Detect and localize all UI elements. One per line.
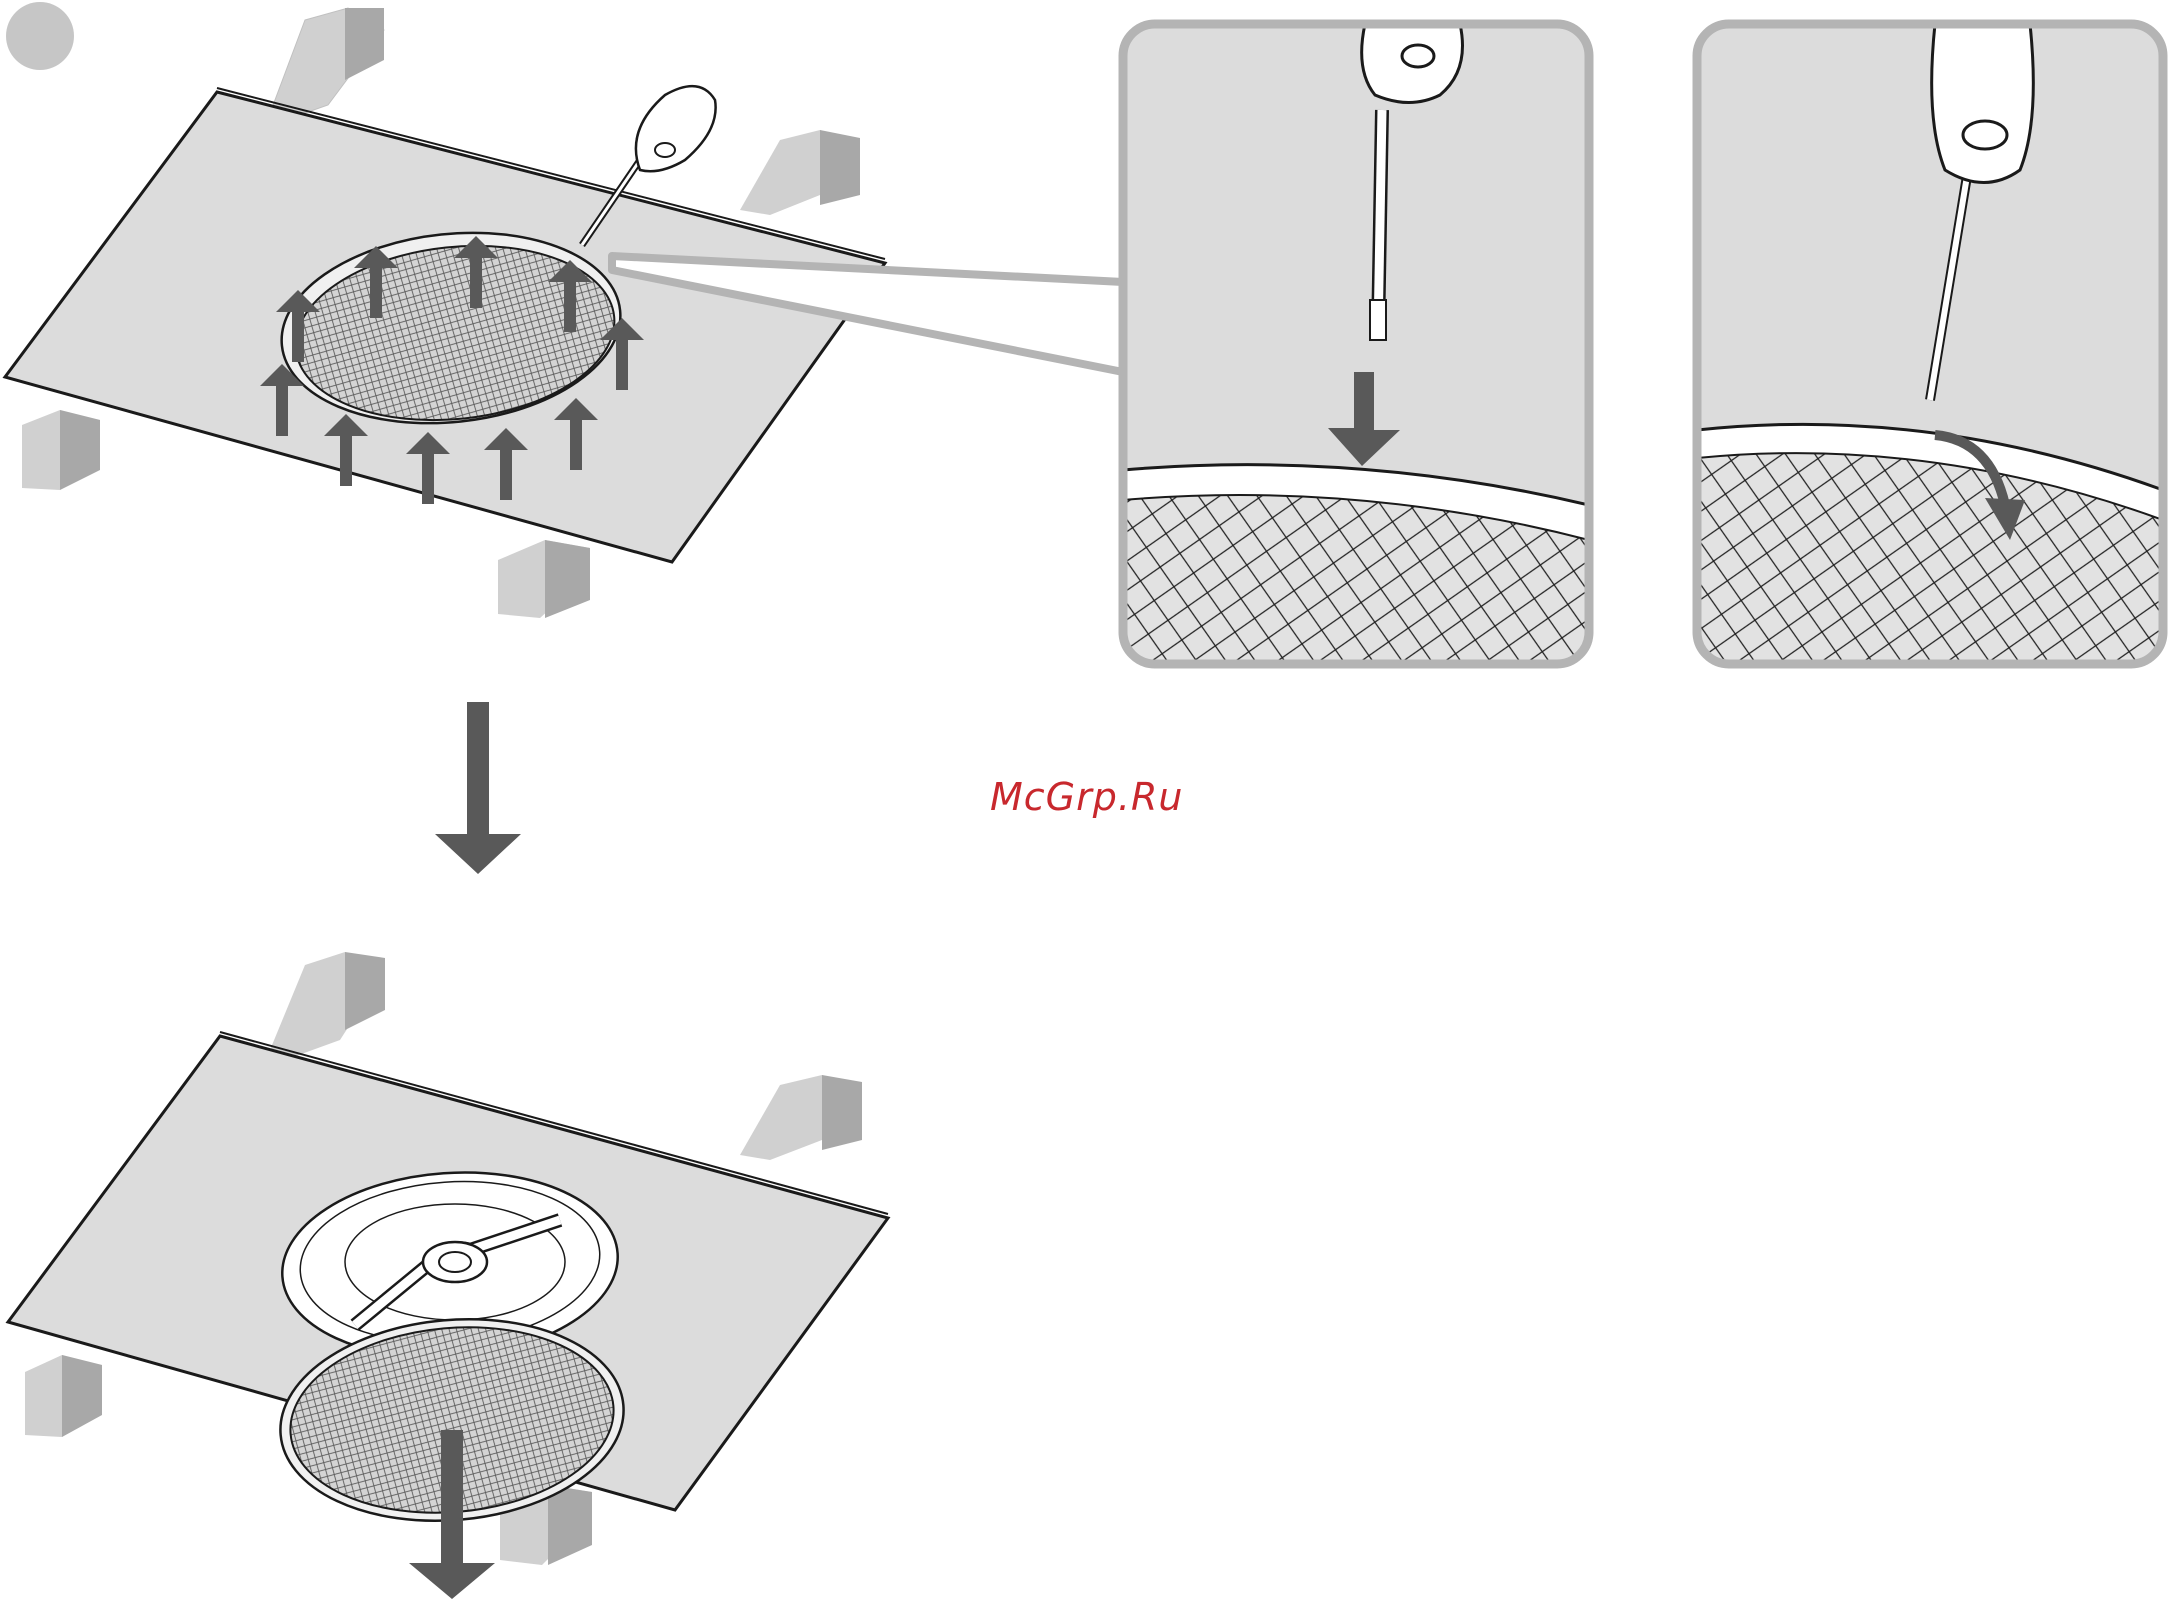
joist-front-left (22, 410, 100, 490)
joist-back-right (740, 1075, 862, 1160)
joist-back-left (270, 952, 385, 1060)
detail-panel-1 (1123, 24, 1589, 664)
joist-front-left (25, 1355, 102, 1437)
step-2-illustration (8, 952, 888, 1599)
watermark: McGrp.Ru (990, 775, 1183, 819)
joist-back-left (272, 8, 384, 120)
step-marker (6, 2, 74, 70)
joist-back-right (740, 130, 860, 215)
joist-front-right (498, 540, 590, 618)
detail-panel-2 (1697, 24, 2163, 664)
step-transition-arrow (435, 702, 521, 874)
step-1-illustration (5, 8, 1123, 618)
